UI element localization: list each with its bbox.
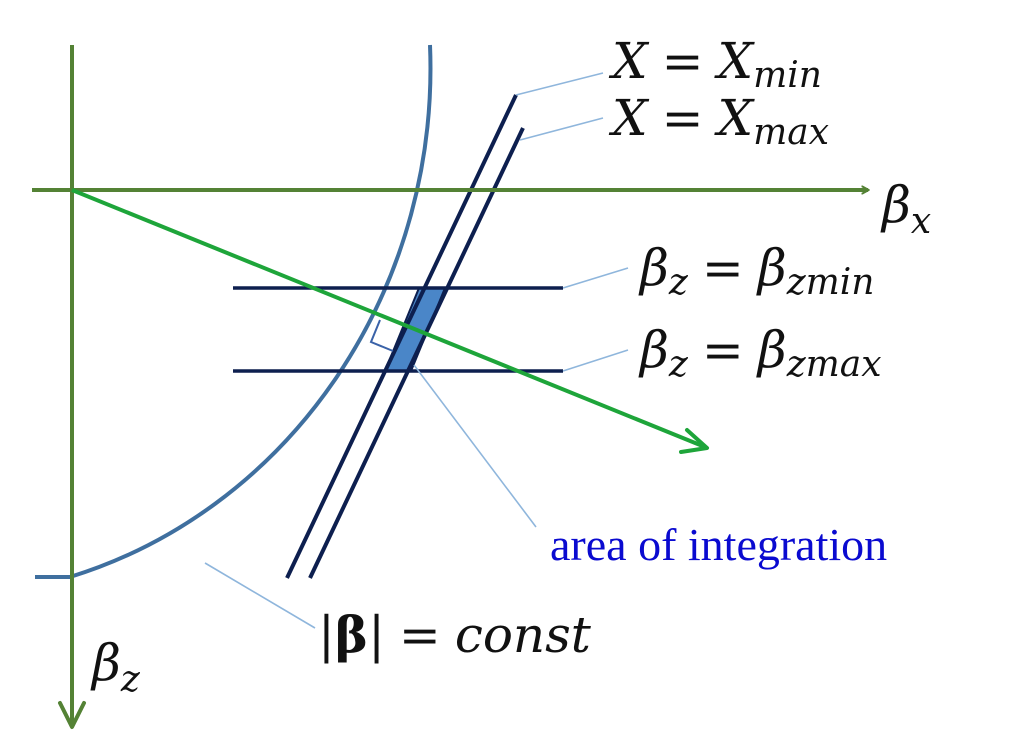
label-x-max: X=Xmax	[608, 89, 829, 153]
right-angle-marker	[369, 319, 394, 352]
label-beta-x: βx	[880, 176, 931, 242]
leader-bz-max	[562, 349, 629, 372]
label-area-of-integration: area of integration	[550, 519, 887, 570]
beta-const-arc	[35, 44, 433, 579]
label-x-min: X=Xmin	[608, 32, 822, 96]
x-max-line	[308, 127, 525, 579]
direction-vector-arrowhead	[679, 428, 709, 454]
direction-vector	[71, 188, 706, 449]
beta-z-arrowhead	[58, 701, 86, 729]
label-bz-max: βz=βzmax	[638, 321, 882, 385]
leader-x-min	[515, 72, 604, 96]
label-bz-min: βz=βzmin	[638, 239, 875, 303]
x-min-line	[285, 94, 518, 579]
leader-beta-const	[204, 562, 316, 629]
leader-x-max	[519, 117, 604, 141]
leader-bz-min	[562, 267, 629, 289]
label-beta-const: |β|=const	[318, 605, 592, 664]
leader-area	[413, 364, 537, 528]
label-beta-z: βz	[90, 634, 141, 700]
